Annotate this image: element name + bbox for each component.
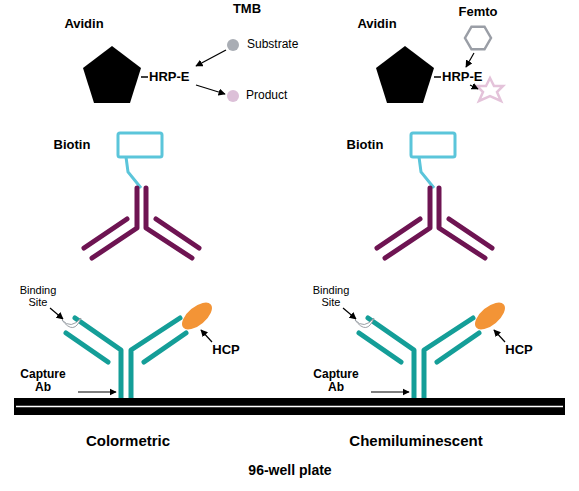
- colorimetric-panel: [50, 46, 217, 398]
- part-name: Avidin: [64, 17, 103, 31]
- plate-edge: [16, 406, 563, 408]
- part-name: HRP-E: [442, 70, 482, 84]
- substrate-dot: [227, 39, 239, 51]
- part-name: Capture Ab: [15, 368, 71, 394]
- part-name: Biotin: [347, 138, 384, 152]
- reaction-arrow: [466, 53, 474, 67]
- part-name: HCP: [212, 343, 239, 357]
- part-name: Binding Site: [306, 284, 356, 308]
- panel-caption: Colormetric: [86, 433, 170, 450]
- reaction-arrow: [196, 85, 225, 94]
- femto-hexagon: [465, 27, 491, 50]
- reagent-note: Product: [246, 89, 287, 102]
- part-name: Avidin: [357, 17, 396, 31]
- reaction-arrow: [196, 50, 226, 66]
- part-name: HCP: [505, 343, 532, 357]
- part-name: Biotin: [54, 138, 91, 152]
- part-name: Capture Ab: [308, 368, 364, 394]
- reagent-name: TMB: [233, 2, 261, 16]
- well-plate: [14, 398, 565, 415]
- panel-caption: Chemiluminescent: [349, 433, 482, 450]
- product-dot: [227, 90, 239, 102]
- plate-caption: 96-well plate: [248, 463, 331, 478]
- part-name: HRP-E: [149, 70, 189, 84]
- reagent-note: Substrate: [247, 38, 298, 51]
- reaction-arrow: [470, 85, 478, 89]
- part-name: Binding Site: [13, 284, 63, 308]
- chemiluminescent-panel: [343, 46, 510, 398]
- reagent-name: Femto: [459, 5, 498, 19]
